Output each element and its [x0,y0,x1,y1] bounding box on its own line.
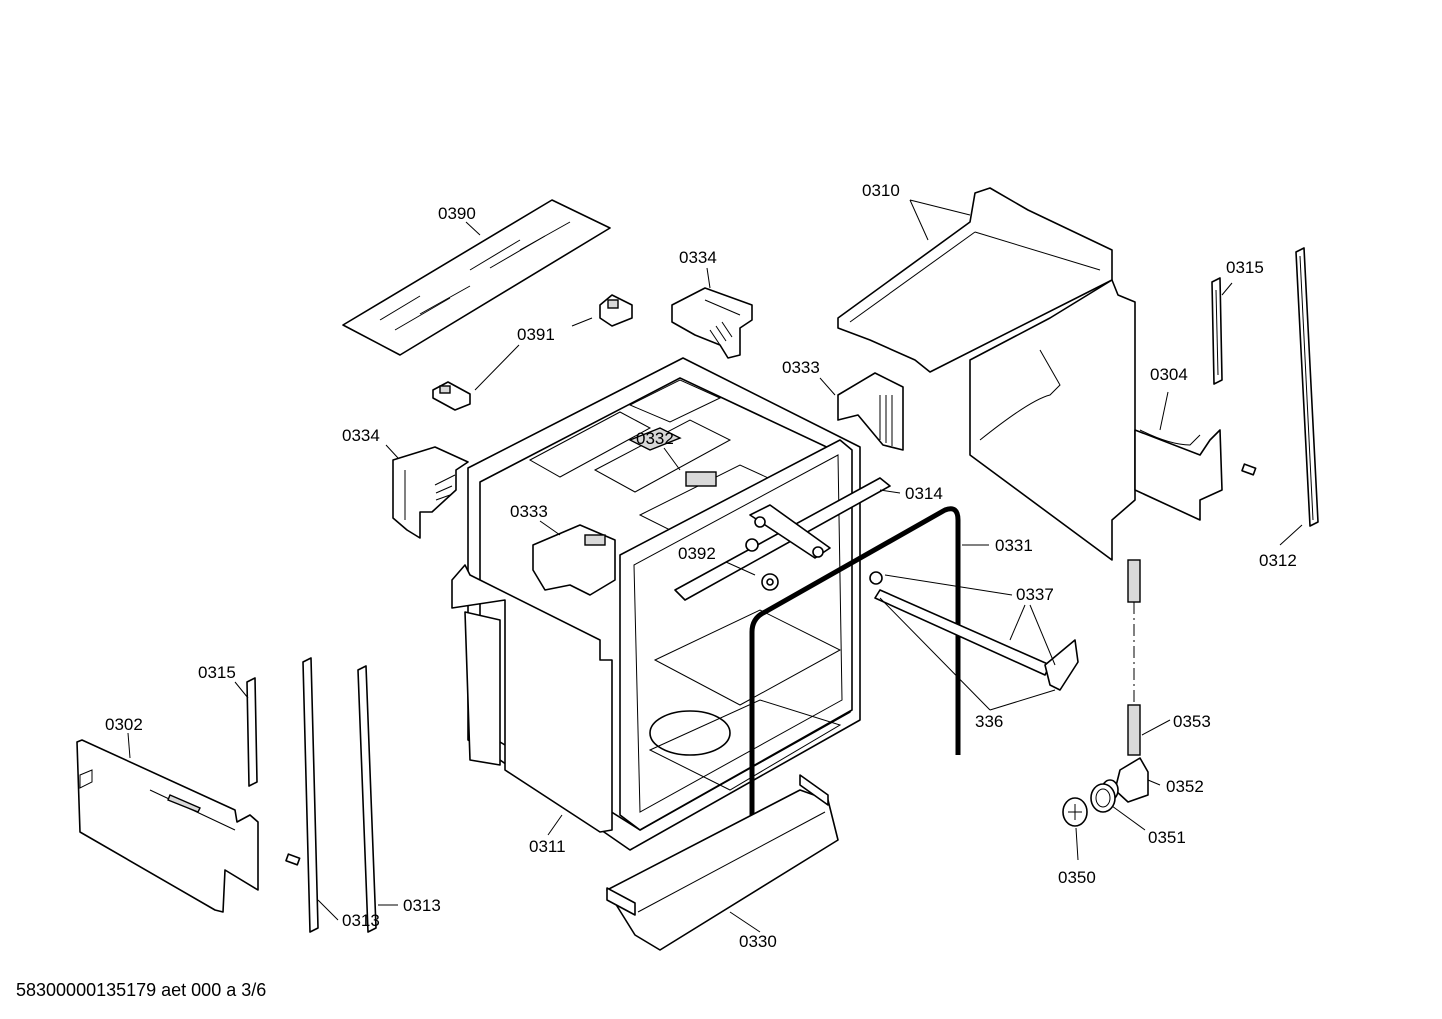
part-0350-cap [1062,797,1088,827]
label-0311: 0311 [529,837,566,856]
label-0304: 0304 [1150,365,1188,384]
label-0315-right: 0315 [1226,258,1264,277]
label-0331: 0331 [995,536,1033,555]
part-0391-bracket-a [599,294,633,327]
screw-right [1241,463,1257,476]
label-336: 336 [975,712,1003,731]
part-0333-cover-right [837,372,904,451]
part-0313-strip-b [357,665,377,933]
label-0313-b: 0313 [403,896,441,915]
part-0315-strip-right [1211,277,1223,385]
label-0351: 0351 [1148,828,1186,847]
label-0315-left: 0315 [198,663,236,682]
label-0352: 0352 [1166,777,1204,796]
label-0314: 0314 [905,484,943,503]
part-0353-hose [1127,559,1141,756]
label-0334-top: 0334 [679,248,717,267]
label-0392: 0392 [678,544,716,563]
label-0333-right: 0333 [782,358,820,377]
part-0310-top-panel [837,187,1113,373]
drawing-reference-footer: 58300000135179 aet 000 a 3/6 [16,980,267,1000]
label-0350: 0350 [1058,868,1096,887]
part-0304-side-panel [969,279,1223,561]
part-0330-kickplate [606,774,839,951]
label-0390: 0390 [438,204,476,223]
label-0330: 0330 [739,932,777,951]
part-0313-strip-a [302,657,319,933]
label-0312: 0312 [1259,551,1297,570]
screw-left [285,853,301,866]
part-0337-rail [869,571,1079,691]
label-0334-left: 0334 [342,426,380,445]
part-0351-nut [1090,783,1116,813]
leader-lines [127,199,1303,933]
part-0314-rail [674,477,891,601]
part-0352-fitting [1101,757,1149,803]
part-0315-strip-left [246,677,258,787]
label-0353: 0353 [1173,712,1211,731]
label-0313-a: 0313 [342,911,380,930]
part-0390-insulation-sheet [342,199,611,356]
part-0331-seal [749,506,961,872]
part-0334-hinge-top [671,287,753,359]
part-0392-bracket [745,504,831,591]
part-0302-front-panel [76,739,259,913]
part-0333-cover-left [532,524,616,596]
part-0312-strip [1295,247,1319,527]
label-0302: 0302 [105,715,143,734]
label-0337: 0337 [1016,585,1054,604]
label-0333-left: 0333 [510,502,548,521]
part-0391-bracket-b [432,381,471,411]
label-0391: 0391 [517,325,555,344]
label-0332: 0332 [636,429,674,448]
part-0334-hinge-left [392,446,469,539]
label-0310: 0310 [862,181,900,200]
